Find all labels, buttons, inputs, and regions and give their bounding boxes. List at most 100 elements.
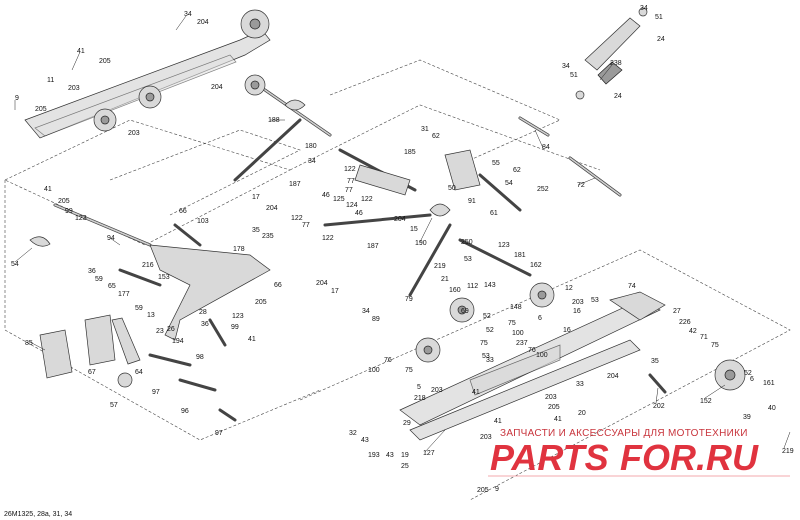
watermark-tagline: ЗАПЧАСТИ И АКСЕССУАРЫ ДЛЯ МОТОТЕХНИКИ: [500, 428, 748, 439]
callout-label: 89: [372, 316, 380, 323]
callout-label: 123: [232, 313, 244, 320]
rear-shock-absorber: [575, 7, 648, 100]
callout-label: 123: [75, 215, 87, 222]
callout-label: 75: [405, 367, 413, 374]
callout-label: 216: [142, 262, 154, 269]
callout-leaders: [14, 15, 791, 453]
callout-label: 46: [355, 210, 363, 217]
callout-label: 75: [480, 340, 488, 347]
callout-label: 193: [368, 452, 380, 459]
callout-label: 41: [77, 48, 85, 55]
callout-label: 124: [346, 202, 358, 209]
callout-label: 34: [562, 63, 570, 70]
callout-label: 66: [179, 208, 187, 215]
callout-label: 97: [152, 389, 160, 396]
callout-label: 72: [577, 182, 585, 189]
callout-label: 16: [573, 308, 581, 315]
callout-label: 59: [135, 305, 143, 312]
callout-label: 54: [11, 261, 19, 268]
callout-label: 194: [172, 338, 184, 345]
callout-label: 187: [289, 181, 301, 188]
callout-label: 71: [700, 334, 708, 341]
callout-label: 41: [554, 416, 562, 423]
callout-label: 53: [482, 353, 490, 360]
callout-label: 59: [95, 276, 103, 283]
callout-label: 85: [25, 340, 33, 347]
callout-label: 235: [262, 233, 274, 240]
callout-label: 52: [744, 370, 752, 377]
callout-label: 122: [291, 215, 303, 222]
callout-label: 77: [347, 178, 355, 185]
callout-label: 39: [743, 414, 751, 421]
callout-label: 25: [401, 463, 409, 470]
callout-label: 153: [158, 274, 170, 281]
callout-label: 17: [252, 194, 260, 201]
callout-label: 19: [401, 452, 409, 459]
callout-label: 205: [255, 299, 267, 306]
torsion-spring: [323, 203, 452, 297]
callout-label: 203: [572, 299, 584, 306]
callout-label: 53: [591, 297, 599, 304]
idler-wheels: [415, 238, 746, 391]
callout-label: 41: [44, 186, 52, 193]
callout-label: 40: [768, 405, 776, 412]
callout-label: 100: [368, 367, 380, 374]
callout-label: 31: [421, 126, 429, 133]
drawing-reference: 26M1325, 28a, 31, 34: [4, 511, 72, 518]
callout-label: 34: [640, 5, 648, 12]
callout-label: 6: [538, 315, 542, 322]
callout-label: 152: [700, 398, 712, 405]
callout-label: 203: [545, 394, 557, 401]
callout-label: 50: [448, 185, 456, 192]
callout-label: 13: [147, 312, 155, 319]
callout-label: 204: [197, 19, 209, 26]
callout-label: 203: [431, 387, 443, 394]
callout-label: 11: [47, 77, 54, 84]
watermark: ЗАПЧАСТИ И АКСЕССУАРЫ ДЛЯ МОТОТЕХНИКИ PA…: [488, 428, 790, 478]
callout-label: 27: [673, 308, 681, 315]
callout-label: 52: [486, 327, 494, 334]
callout-label: 205: [58, 198, 70, 205]
callout-label: 203: [68, 85, 80, 92]
callout-label: 64: [135, 369, 143, 376]
callout-label: 43: [361, 437, 369, 444]
callout-label: 51: [570, 72, 578, 79]
callout-label: 53: [464, 256, 472, 263]
callout-label: 35: [651, 358, 659, 365]
callout-label: 42: [689, 328, 697, 335]
callout-label: 226: [679, 319, 691, 326]
callout-label: 17: [331, 288, 339, 295]
callout-label: 204: [316, 280, 328, 287]
callout-label: 122: [344, 166, 356, 173]
callout-label: 203: [128, 130, 140, 137]
callout-label: 5: [417, 384, 421, 391]
callout-label: 204: [394, 216, 406, 223]
callout-label: 33: [486, 357, 494, 364]
callout-label: 36: [88, 268, 96, 275]
bracket-assembly: [444, 149, 522, 212]
callout-label: 76: [528, 347, 536, 354]
callout-label: 103: [197, 218, 209, 225]
callout-label: 57: [110, 402, 118, 409]
callout-label: 203: [480, 434, 492, 441]
callout-label: 62: [513, 167, 521, 174]
callout-label: 66: [274, 282, 282, 289]
callout-label: 143: [484, 282, 496, 289]
callout-label: 252: [537, 186, 549, 193]
callout-label: 180: [305, 143, 317, 150]
callout-label: 24: [657, 36, 665, 43]
callout-label: 34: [184, 11, 192, 18]
callout-label: 178: [233, 246, 245, 253]
callout-label: 74: [628, 283, 636, 290]
callout-label: 202: [653, 403, 665, 410]
callout-label: 112: [467, 283, 478, 290]
callout-label: 250: [461, 239, 473, 246]
callout-label: 41: [248, 336, 256, 343]
callout-label: 79: [405, 296, 413, 303]
callout-label: 204: [211, 84, 223, 91]
callout-label: 28: [199, 309, 207, 316]
callout-label: 219: [434, 263, 446, 270]
callout-label: 185: [404, 149, 416, 156]
callout-label: 162: [530, 262, 542, 269]
callout-label: 6: [750, 376, 754, 383]
